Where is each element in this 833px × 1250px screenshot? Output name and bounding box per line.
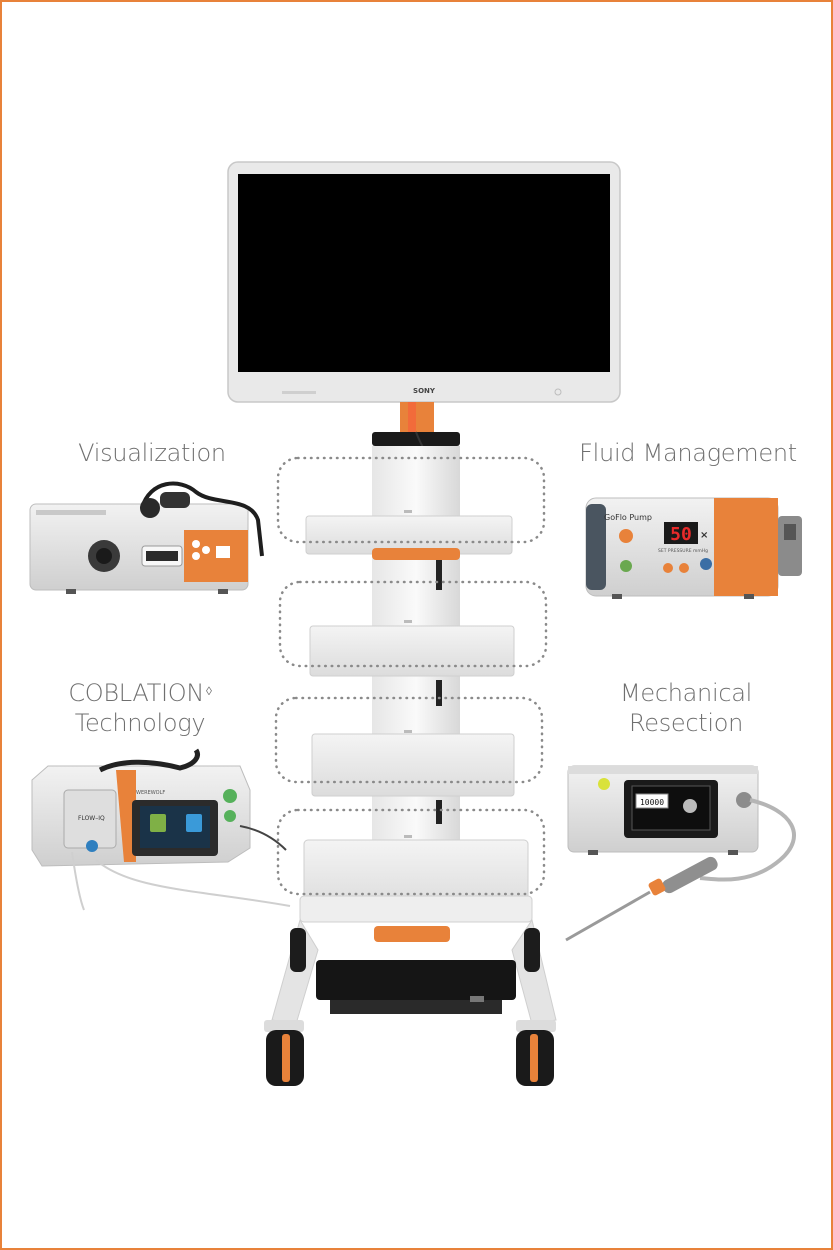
label-mechanical-line2: Resection (628, 709, 744, 737)
label-mechanical-line1: Mechanical (619, 679, 753, 707)
label-fluid-management-text: Fluid Management (579, 439, 797, 467)
dotted-outline-visualization (276, 456, 546, 544)
fluid-pump-device: GoFlo Pump 50 × SET PRESSURE mmHg (585, 497, 802, 599)
dotted-outline-fluid (278, 580, 548, 668)
label-coblation-line2: Technology (74, 709, 206, 737)
registered-mark: ◊ (206, 684, 212, 698)
mechanical-resection-device: 10000 (565, 765, 796, 942)
coblation-device: FLOW–IQ WEREWOLF (31, 748, 291, 911)
cart-shelf-2 (309, 625, 515, 677)
cart-shelf-1 (305, 515, 513, 560)
label-visualization-text: Visualization (78, 439, 226, 467)
pump-name: GoFlo Pump (604, 513, 652, 522)
monitor-screen (238, 174, 610, 372)
label-visualization: Visualization (72, 438, 232, 468)
dotted-outlines (274, 456, 548, 896)
cart-wheels (264, 928, 556, 1086)
label-mechanical-resection: Mechanical Resection (596, 678, 776, 738)
shaver-readout: 10000 (640, 798, 664, 807)
flow-iq-label: FLOW–IQ (78, 815, 105, 822)
pump-readout: 50 (670, 524, 692, 545)
label-fluid-management: Fluid Management (578, 438, 798, 468)
pump-pressure-label: SET PRESSURE mmHg (658, 548, 708, 554)
dotted-outline-mechanical (276, 808, 546, 896)
cart-shelf-3 (311, 733, 515, 797)
visualization-device (29, 481, 264, 594)
werewolf-label: WEREWOLF (136, 790, 165, 796)
svg-text:×: × (700, 530, 708, 541)
cart-base (271, 839, 557, 1025)
monitor: SONY (227, 161, 621, 403)
monitor-brand: SONY (413, 387, 436, 395)
dotted-outline-coblation (274, 696, 544, 784)
label-coblation: COBLATION◊ Technology (50, 678, 230, 738)
label-coblation-line1: COBLATION (68, 679, 205, 707)
